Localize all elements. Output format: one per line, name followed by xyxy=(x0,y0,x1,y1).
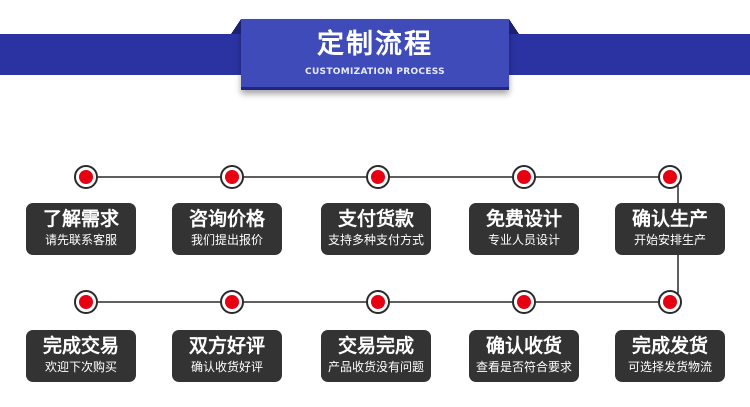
step-title: 支付货款 xyxy=(337,208,414,230)
step-node-3 xyxy=(366,165,390,189)
step-node-5 xyxy=(658,165,682,189)
step-description: 欢迎下次购买 xyxy=(44,360,117,374)
step-description: 请先联系客服 xyxy=(44,233,117,247)
step-free-design: 免费设计 专业人员设计 xyxy=(469,203,579,255)
step-pay: 支付货款 支持多种支付方式 xyxy=(321,203,431,255)
step-description: 可选择发货物流 xyxy=(627,360,712,374)
step-deal-done: 交易完成 产品收货没有问题 xyxy=(321,330,431,382)
step-description: 专业人员设计 xyxy=(487,233,560,247)
step-confirm-receipt: 确认收货 查看是否符合要求 xyxy=(469,330,579,382)
step-description: 我们提出报价 xyxy=(190,233,263,247)
step-node-2 xyxy=(220,165,244,189)
step-node-4 xyxy=(512,165,536,189)
step-title: 免费设计 xyxy=(485,208,562,230)
step-node-1 xyxy=(74,165,98,189)
step-description: 查看是否符合要求 xyxy=(475,360,572,374)
step-title: 交易完成 xyxy=(337,335,414,357)
step-description: 支持多种支付方式 xyxy=(327,233,424,247)
step-node-9 xyxy=(220,290,244,314)
step-title: 了解需求 xyxy=(42,208,119,230)
step-node-8 xyxy=(366,290,390,314)
step-node-6 xyxy=(658,290,682,314)
step-title: 双方好评 xyxy=(188,335,265,357)
step-node-7 xyxy=(512,290,536,314)
step-description: 确认收货好评 xyxy=(190,360,263,374)
step-ship: 完成发货 可选择发货物流 xyxy=(615,330,725,382)
step-description: 产品收货没有问题 xyxy=(327,360,424,374)
step-title: 确认收货 xyxy=(485,335,562,357)
step-description: 开始安排生产 xyxy=(633,233,706,247)
step-title: 完成交易 xyxy=(42,335,119,357)
step-mutual-review: 双方好评 确认收货好评 xyxy=(172,330,282,382)
step-title: 完成发货 xyxy=(631,335,708,357)
step-title: 咨询价格 xyxy=(188,208,265,230)
step-consult-price: 咨询价格 我们提出报价 xyxy=(172,203,282,255)
page-subtitle: CUSTOMIZATION PROCESS xyxy=(305,67,445,77)
step-node-10 xyxy=(74,290,98,314)
title-box: 定制流程 CUSTOMIZATION PROCESS xyxy=(231,19,519,90)
step-confirm-production: 确认生产 开始安排生产 xyxy=(615,203,725,255)
step-complete-transaction: 完成交易 欢迎下次购买 xyxy=(26,330,136,382)
step-title: 确认生产 xyxy=(631,208,708,230)
step-understand-needs: 了解需求 请先联系客服 xyxy=(26,203,136,255)
page-title: 定制流程 xyxy=(317,29,433,60)
